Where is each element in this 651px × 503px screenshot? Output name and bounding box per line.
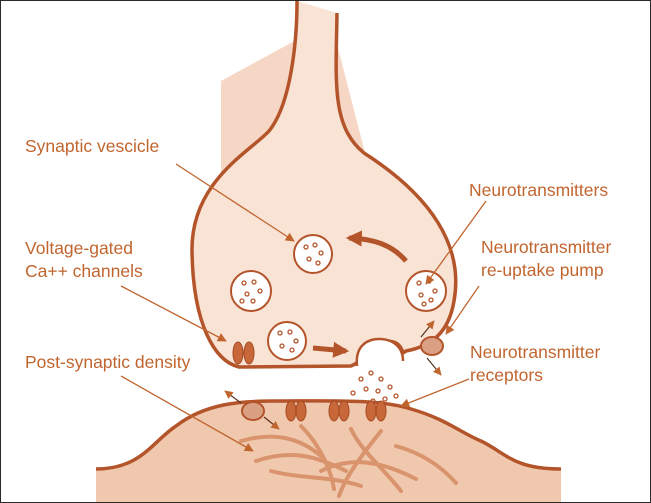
label-voltage-gated-2: Ca++ channels <box>25 260 143 282</box>
label-synaptic-vesicle: Synaptic vescicle <box>25 135 159 157</box>
label-post-synaptic-density: Post-synaptic density <box>25 351 190 373</box>
release-arrow <box>313 348 346 351</box>
reuptake-pump-pre <box>421 337 443 355</box>
postsynaptic-membrane <box>96 401 561 502</box>
label-reuptake-2: re-uptake pump <box>481 259 604 281</box>
label-receptors-2: receptors <box>470 364 543 386</box>
label-receptors-1: Neurotransmitter <box>470 341 600 363</box>
label-reuptake-1: Neurotransmitter <box>481 236 611 258</box>
neurotransmitter-receptors <box>286 401 386 421</box>
label-voltage-gated-1: Voltage-gated <box>25 237 133 259</box>
presynaptic-terminal <box>192 1 456 367</box>
reuptake-pump-post <box>242 402 264 420</box>
label-neurotransmitters: Neurotransmitters <box>469 179 608 201</box>
cleft-neurotransmitters <box>351 371 398 403</box>
